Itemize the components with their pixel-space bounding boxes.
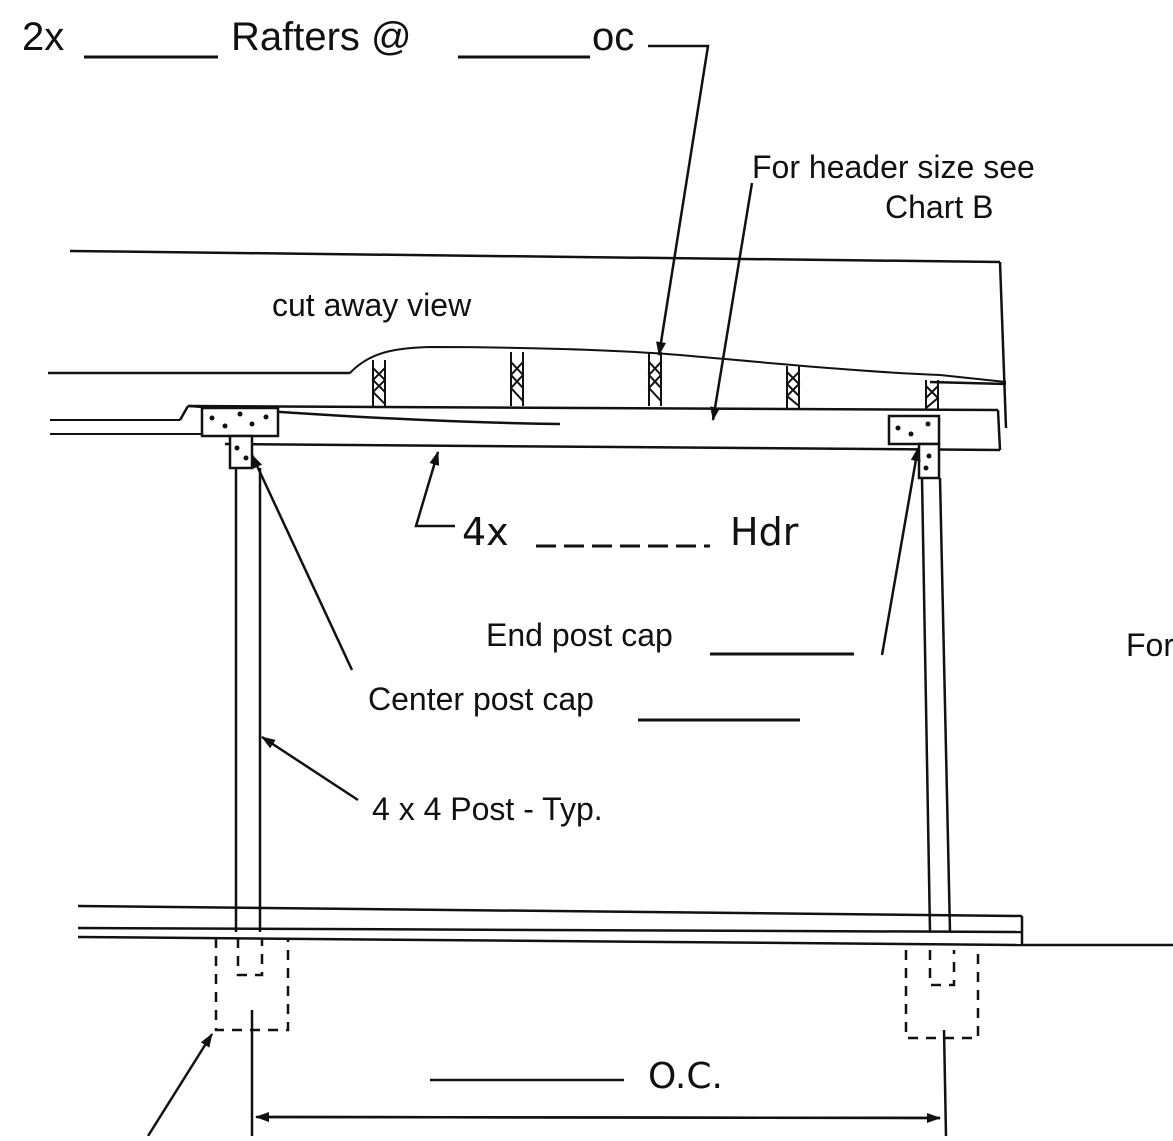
post-label: 4 x 4 Post - Typ.	[372, 791, 603, 827]
roof	[48, 249, 1008, 429]
rafter-leader	[648, 44, 710, 356]
hdr-suffix: Hdr	[730, 510, 799, 554]
cutaway-label: cut away view	[272, 287, 472, 323]
end-post-cap	[887, 414, 941, 480]
center-post-cap-leader	[250, 454, 354, 671]
post-left	[234, 468, 262, 932]
center-post-cap-label: Center post cap	[368, 681, 594, 717]
center-post-cap	[200, 406, 280, 470]
slab	[77, 904, 1173, 947]
right-edge-fragment: For	[1126, 627, 1173, 663]
rafter-5	[925, 380, 940, 410]
rafters-label: Rafters @	[231, 15, 412, 59]
rafters	[371, 352, 940, 410]
header-size-leader	[414, 451, 455, 528]
rafter-4	[785, 366, 801, 408]
header-note-leader	[710, 182, 754, 421]
end-post-cap-leader	[880, 447, 921, 656]
rafters-oc: oc	[592, 15, 634, 59]
rafter-2	[509, 352, 525, 406]
hdr-prefix: 4x	[462, 510, 509, 554]
rafters-prefix: 2x	[22, 15, 64, 59]
rafter-3	[647, 352, 663, 406]
footing-right	[904, 950, 980, 1040]
footing-leader	[146, 1033, 214, 1137]
oc-dimension-label: O.C.	[648, 1056, 723, 1097]
oc-dimension	[250, 1010, 948, 1137]
end-post-cap-label: End post cap	[486, 617, 673, 653]
rafter-1	[371, 360, 387, 406]
header-note-line1: For header size see	[752, 149, 1035, 185]
post-right	[920, 477, 952, 933]
post-leader	[261, 735, 359, 802]
header-note-line2: Chart B	[885, 189, 993, 225]
header-beam	[50, 404, 1002, 452]
